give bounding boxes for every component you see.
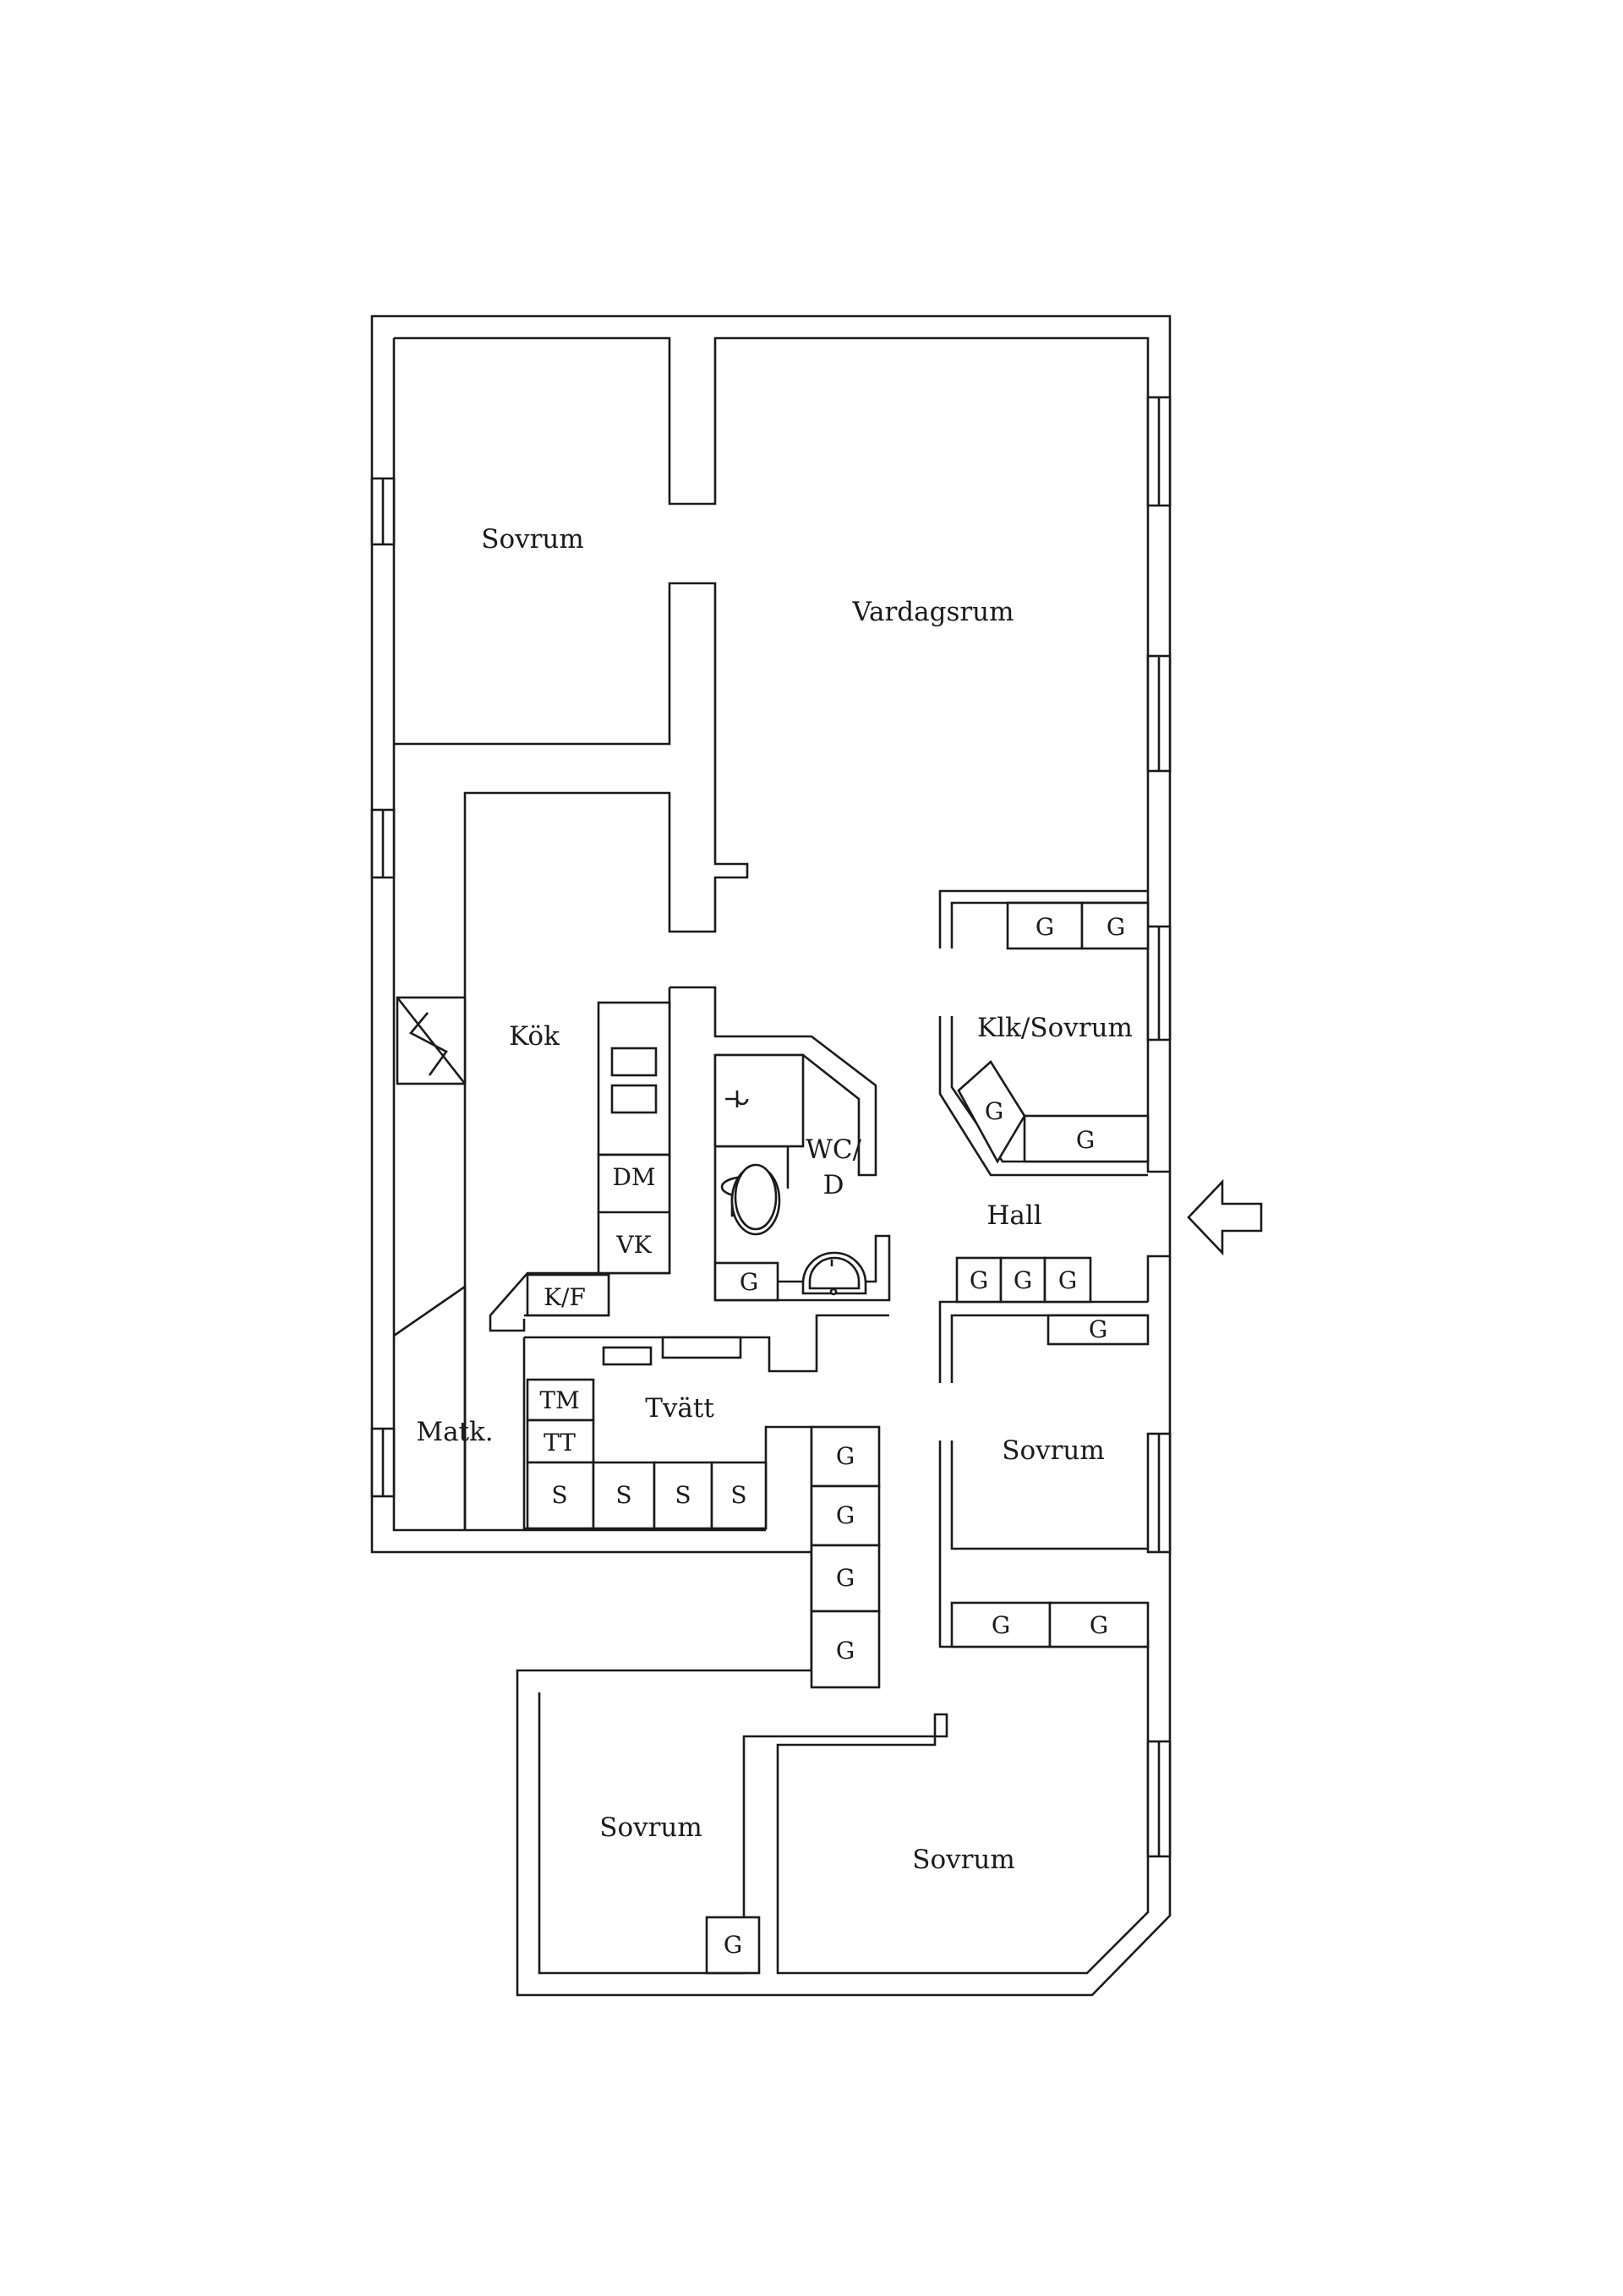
room-label-sovrum-se: Sovrum [912,1845,1015,1875]
room-label-kok: Kök [509,1021,560,1052]
shower-icon [725,1091,749,1107]
wardrobe-label: G [1090,1611,1108,1639]
laundry-fixtures [526,1336,768,1530]
kitchen-fixtures [396,996,671,1317]
fixture-labels: DM VK K/F TM TT S S S S G G G G G G G G … [539,913,1125,1959]
room-label-vardagsrum: Vardagsrum [851,597,1014,627]
entrance-arrow-icon [1187,1178,1263,1256]
fixture-label-tt: TT [544,1429,576,1457]
laundry-sink-icon [602,1346,653,1366]
wardrobe-label: G [1107,913,1125,941]
room-label-hall: Hall [986,1200,1041,1231]
wardrobe-label: G [1014,1266,1032,1294]
wardrobe-label: G [985,1097,1003,1125]
room-label-wc-line2: D [823,1170,844,1200]
wardrobes [705,901,1150,1975]
bathroom-fixtures [713,1053,867,1302]
wardrobe-label: G [992,1611,1010,1639]
wardrobe-label: G [836,1442,855,1470]
room-label-tvatt: Tvätt [645,1393,714,1424]
wardrobe-label: G [836,1564,855,1592]
wardrobe-label: G [836,1501,855,1529]
fixture-label-tm: TM [539,1386,579,1414]
fixture-label-dm: DM [612,1163,655,1191]
wardrobe-label: G [970,1266,988,1294]
room-label-sovrum-nw: Sovrum [481,524,584,555]
fixture-label-s: S [551,1481,567,1509]
fixture-label-s: S [730,1481,746,1509]
fixture-label-s: S [615,1481,631,1509]
room-label-sovrum-e: Sovrum [1002,1435,1105,1466]
room-label-matk: Matk. [416,1417,493,1447]
fixture-label-s: S [675,1481,691,1509]
wardrobe-label: G [836,1637,855,1665]
wardrobe-label: G [1076,1126,1095,1154]
windows [370,396,1172,1858]
toilet-icon [734,1163,778,1231]
room-label-klk-sovrum: Klk/Sovrum [977,1013,1133,1043]
fixture-label-vk: VK [615,1231,652,1259]
room-labels: Sovrum Vardagsrum Kök Klk/Sovrum WC/ D H… [416,524,1133,1875]
wardrobe-label: G [1036,913,1054,941]
wardrobe-label: G [1058,1266,1077,1294]
wardrobe-label: G [740,1268,758,1296]
wardrobe-label: G [724,1931,742,1959]
room-label-sovrum-sw: Sovrum [599,1812,702,1843]
room-label-wc-line1: WC/ [806,1134,862,1165]
wardrobe-label: G [1089,1315,1107,1343]
stove-plate-icon [610,1084,658,1114]
fixture-label-kf: K/F [544,1283,586,1311]
stove-plate-icon [610,1047,658,1077]
